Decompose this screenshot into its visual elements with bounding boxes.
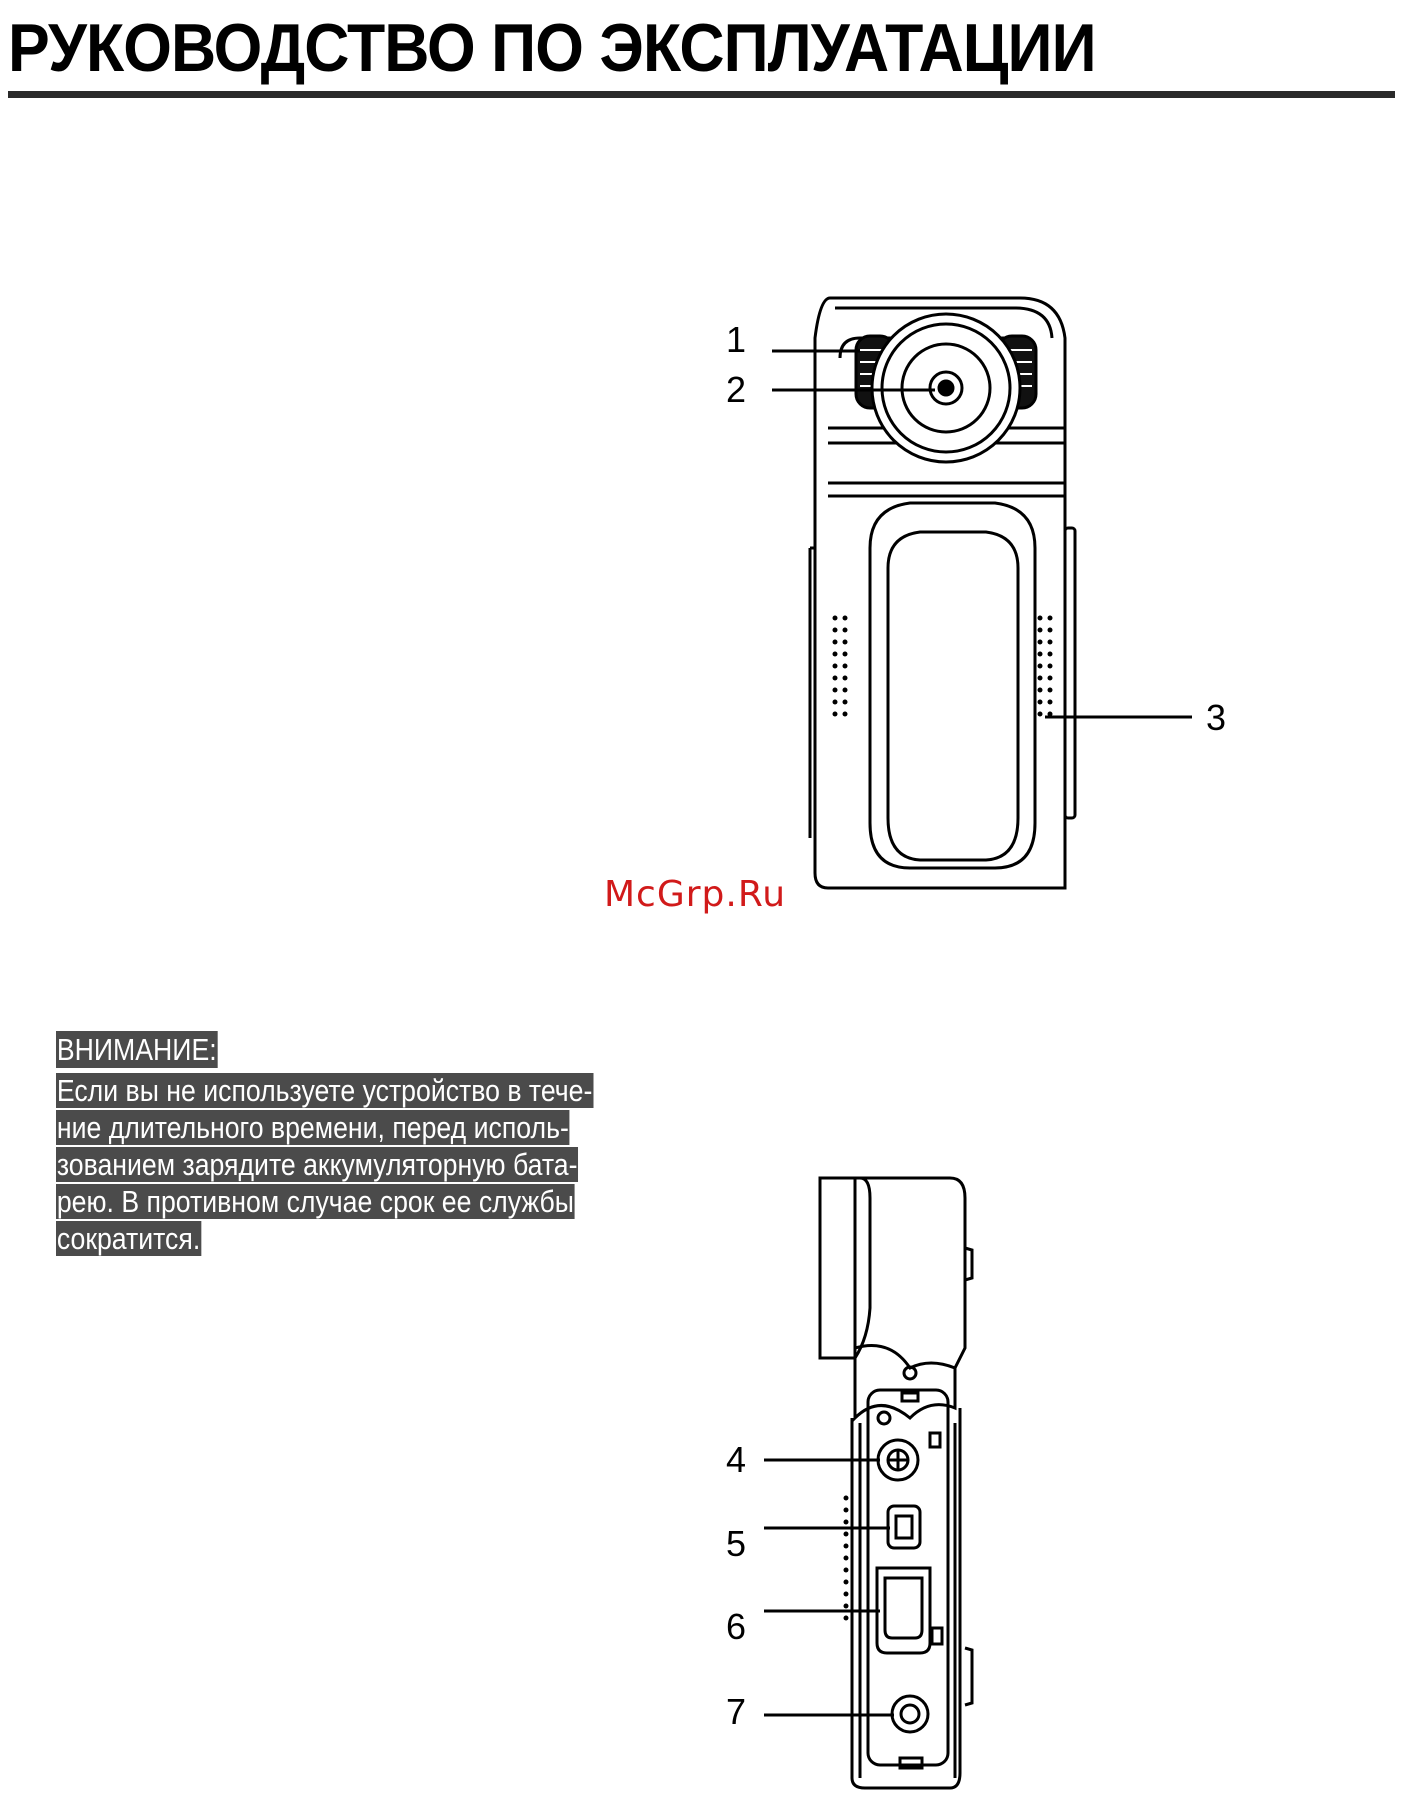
device-front-illustration — [760, 298, 1180, 908]
header-rule — [8, 91, 1395, 98]
notice-block: ВНИМАНИЕ: Если вы не используете устройс… — [56, 1031, 636, 1257]
notice-line: зованием зарядите аккумуляторную бата- — [56, 1147, 578, 1182]
notice-text: Если вы не используете устройство в тече… — [56, 1072, 624, 1257]
device-side-illustration — [760, 1168, 990, 1798]
notice-heading: ВНИМАНИЕ: — [56, 1031, 218, 1068]
callout-2: 2 — [726, 372, 746, 408]
callout-5: 5 — [726, 1526, 746, 1562]
callout-4: 4 — [726, 1442, 746, 1478]
notice-line: ние длительного времени, перед исполь- — [56, 1110, 570, 1145]
callout-3: 3 — [1206, 700, 1226, 736]
notice-line: сократится. — [56, 1221, 201, 1256]
watermark: McGrp.Ru — [604, 874, 786, 915]
callout-7: 7 — [726, 1694, 746, 1730]
notice-line: Если вы не используете устройство в тече… — [56, 1073, 593, 1108]
callout-6: 6 — [726, 1609, 746, 1645]
notice-line: рею. В противном случае срок ее службы — [56, 1184, 575, 1219]
page-title: РУКОВОДСТВО ПО ЭКСПЛУАТАЦИИ — [8, 6, 1096, 90]
callout-1: 1 — [726, 322, 746, 358]
